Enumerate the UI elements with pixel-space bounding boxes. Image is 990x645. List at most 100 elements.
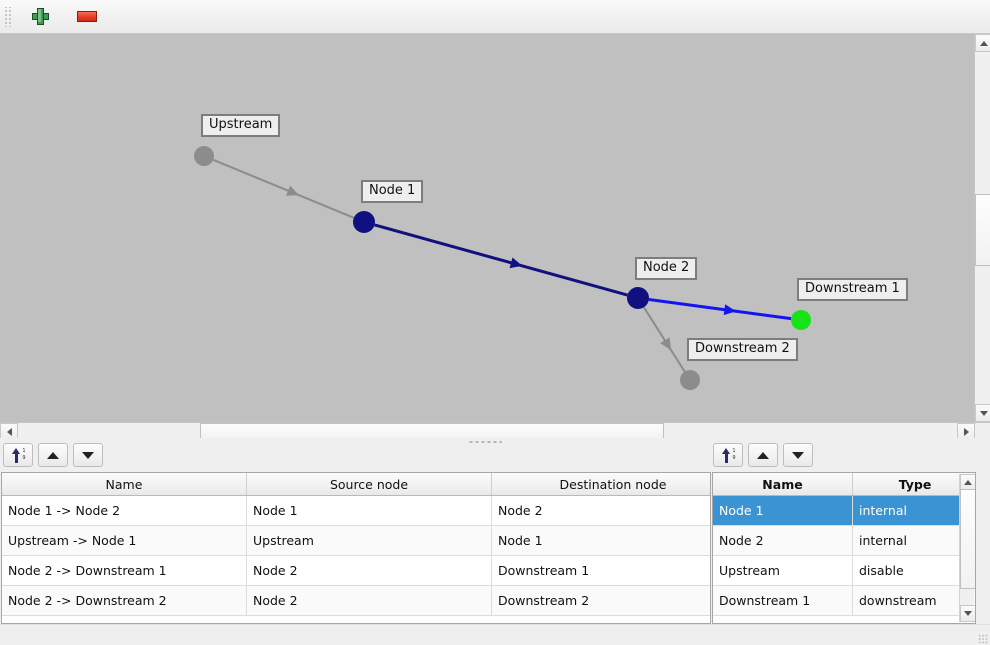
status-bar xyxy=(0,624,990,645)
graph-drawing xyxy=(194,146,811,390)
graph-edge-arrow-node2-downstream2 xyxy=(660,337,672,351)
graph-edge-arrow-node1-node2 xyxy=(509,257,523,269)
edge-cell-source[interactable]: Node 1 xyxy=(246,495,492,526)
nodes-move-up-button[interactable] xyxy=(748,443,778,467)
node-header-type[interactable]: Type xyxy=(852,473,975,496)
graph-node-label-node1[interactable]: Node 1 xyxy=(361,180,424,203)
nodes-scroll-thumb[interactable] xyxy=(960,489,975,589)
canvas-horizontal-scrollbar[interactable] xyxy=(0,422,975,441)
node-cell-name[interactable]: Node 1 xyxy=(713,495,853,526)
scroll-down-button[interactable] xyxy=(975,404,990,422)
node-cell-type[interactable]: internal xyxy=(852,495,975,526)
edges-move-up-button[interactable] xyxy=(38,443,68,467)
window-resize-grip[interactable] xyxy=(978,634,988,644)
edge-cell-destination[interactable]: Node 2 xyxy=(491,495,710,526)
minus-icon xyxy=(77,11,97,22)
graph-node-label-upstream[interactable]: Upstream xyxy=(201,114,281,137)
node-cell-type[interactable]: disable xyxy=(852,555,975,586)
edge-cell-source[interactable]: Node 2 xyxy=(246,585,492,616)
graph-edge-node2-downstream2[interactable] xyxy=(643,306,686,373)
canvas-vertical-scrollbar[interactable] xyxy=(974,34,990,422)
graph-node-downstream2[interactable] xyxy=(680,370,700,390)
node-header-name[interactable]: Name xyxy=(713,473,853,496)
graph-edge-arrow-upstream-node1 xyxy=(285,185,299,196)
panel-splitter[interactable] xyxy=(0,438,990,445)
node-cell-name[interactable]: Node 2 xyxy=(713,525,853,556)
move-down-icon xyxy=(792,451,804,459)
edge-cell-destination[interactable]: Node 1 xyxy=(491,525,710,556)
edge-header-destination-node[interactable]: Destination node xyxy=(491,473,710,496)
edge-cell-name[interactable]: Upstream -> Node 1 xyxy=(2,525,247,556)
node-cell-name[interactable]: Downstream 1 xyxy=(713,585,853,616)
scrollbar-corner xyxy=(974,422,990,439)
chevron-right-icon xyxy=(963,428,969,436)
graph-node-label-downstream2[interactable]: Downstream 2 xyxy=(687,338,798,361)
nodes-table-vertical-scrollbar[interactable] xyxy=(959,474,975,622)
graph-node-label-node2[interactable]: Node 2 xyxy=(635,257,698,280)
node-cell-name[interactable]: Upstream xyxy=(713,555,853,586)
nodes-move-down-button[interactable] xyxy=(783,443,813,467)
graph-node-node2[interactable] xyxy=(627,287,649,309)
edges-move-down-button[interactable] xyxy=(73,443,103,467)
add-button[interactable] xyxy=(25,2,55,32)
edge-cell-name[interactable]: Node 2 -> Downstream 1 xyxy=(2,555,247,586)
plus-icon xyxy=(31,8,49,25)
splitter-grip[interactable] xyxy=(468,440,502,444)
chevron-up-icon xyxy=(964,480,972,485)
toolbar-drag-grip[interactable] xyxy=(4,6,13,27)
node-cell-type[interactable]: internal xyxy=(852,525,975,556)
scroll-up-button[interactable] xyxy=(975,34,990,52)
chevron-down-icon xyxy=(964,611,972,616)
chevron-up-icon xyxy=(979,40,988,46)
graph-node-node1[interactable] xyxy=(353,211,375,233)
graph-edge-node1-node2[interactable] xyxy=(374,223,628,297)
move-up-icon xyxy=(757,451,769,459)
edge-cell-name[interactable]: Node 1 -> Node 2 xyxy=(2,495,247,526)
vertical-scroll-thumb[interactable] xyxy=(975,194,990,266)
edge-header-source-node[interactable]: Source node xyxy=(246,473,492,496)
move-up-icon xyxy=(47,451,59,459)
edge-cell-destination[interactable]: Downstream 1 xyxy=(491,555,710,586)
edge-cell-source[interactable]: Node 2 xyxy=(246,555,492,586)
edge-header-name[interactable]: Name xyxy=(2,473,247,496)
graph-edge-node2-downstream1[interactable] xyxy=(648,297,792,321)
move-down-icon xyxy=(82,451,94,459)
main-toolbar xyxy=(0,0,990,34)
nodes-scroll-down-button[interactable] xyxy=(960,605,975,622)
graph-edge-upstream-node1[interactable] xyxy=(212,158,355,219)
graph-node-label-downstream1[interactable]: Downstream 1 xyxy=(797,278,908,301)
chevron-down-icon xyxy=(979,410,988,416)
graph-node-downstream1[interactable] xyxy=(791,310,811,330)
graph-node-upstream[interactable] xyxy=(194,146,214,166)
chevron-left-icon xyxy=(6,428,12,436)
edge-cell-source[interactable]: Upstream xyxy=(246,525,492,556)
edge-cell-destination[interactable]: Downstream 2 xyxy=(491,585,710,616)
node-cell-type[interactable]: downstream xyxy=(852,585,975,616)
remove-button[interactable] xyxy=(72,2,102,32)
edge-cell-name[interactable]: Node 2 -> Downstream 2 xyxy=(2,585,247,616)
